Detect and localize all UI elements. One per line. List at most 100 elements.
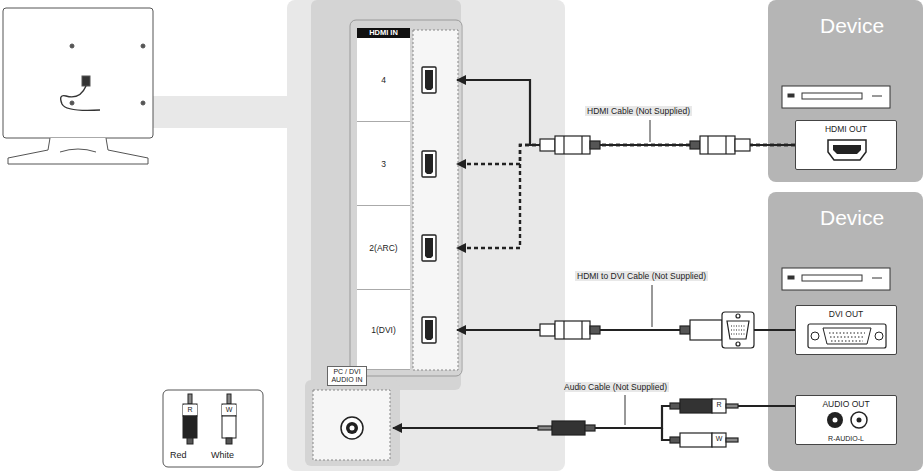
port-icon-part [833, 418, 838, 423]
hdmi-plug-part [563, 321, 564, 339]
legend-text: Red [170, 450, 187, 460]
device-panels-part [768, 0, 923, 182]
audio-plug-part [712, 433, 726, 447]
hdmi-receptacle-part [425, 320, 433, 340]
hdmi-receptacle [421, 234, 437, 262]
cable-connector [457, 145, 795, 248]
player-icon-part [872, 96, 882, 97]
hdmi-plug-part [555, 321, 590, 339]
leader-line-part [652, 285, 653, 327]
tv-back-illustration-part [141, 44, 145, 48]
dvi-plug-part [727, 321, 749, 339]
dvi-plug-part [736, 342, 740, 346]
hdmi-receptacle-part [425, 70, 433, 90]
hdmi-receptacle-part [422, 317, 436, 343]
connector-panel-part [305, 380, 400, 466]
leader-line-part [625, 395, 626, 425]
audio-plug-part [726, 438, 738, 442]
port-icon-part [827, 412, 843, 428]
hdmi-plug-part [581, 321, 582, 339]
hdmi-plug-part [540, 324, 555, 336]
connector-panel [287, 0, 565, 471]
hdmi-receptacle-part [422, 151, 436, 177]
hdmi-receptacle-part [422, 67, 436, 93]
legend-plug-part [222, 404, 236, 416]
player-icon-part [782, 268, 890, 290]
legend-box [163, 390, 263, 467]
device-title: Device [820, 14, 884, 38]
cable-label: HDMI Cable (Not Supplied) [585, 106, 692, 116]
legend-plug [183, 394, 236, 444]
port-icon-part [875, 332, 883, 340]
connector-panel-part [313, 390, 390, 460]
hdmi-port-slot: 4 [357, 38, 457, 122]
hdmi-receptacle [421, 316, 437, 344]
tv-back-illustration-part [61, 86, 100, 110]
player-icon-part [802, 93, 862, 99]
hdmi-plug-part [590, 141, 600, 149]
port-icon-part [828, 140, 866, 160]
port-number: 2(ARC) [357, 206, 410, 290]
hdmi-receptacle [421, 66, 437, 94]
dvi-plug-part [731, 329, 745, 330]
port-icon-part [851, 412, 867, 428]
device-panels [768, 0, 923, 471]
tv-back-illustration-part [141, 101, 145, 105]
audio-plug-part [680, 433, 712, 447]
cable-connector [457, 80, 795, 145]
panel-heading: HDMI IN [357, 28, 410, 38]
audio-in-jack: PC / DVI AUDIO IN [313, 366, 393, 460]
tv-back-illustration-part [60, 149, 96, 152]
plug-letter: R [713, 400, 725, 410]
hdmi-plug-part [735, 139, 750, 151]
tv-back-illustration-part [82, 76, 90, 86]
port-icon [826, 411, 868, 429]
port-icon-part [829, 333, 865, 334]
connector-panel-part [413, 30, 458, 370]
device-title: Device [820, 206, 884, 230]
hdmi-port-slot: 1(DVI) [357, 290, 457, 370]
output-port-box: HDMI OUT [795, 120, 897, 170]
port-label: PC / DVI AUDIO IN [327, 366, 367, 386]
device-panel: DeviceHDMI OUT [768, 0, 923, 182]
audio-plug-part [552, 421, 585, 435]
player-icon-part [802, 275, 862, 281]
device-panel: DeviceDVI OUTAUDIO OUTR-AUDIO-L [768, 192, 923, 471]
audio-plug-part [726, 404, 738, 408]
port-icon-part [857, 418, 862, 423]
hdmi-plug-part [707, 136, 708, 154]
output-port-box: DVI OUT [795, 305, 897, 355]
hdmi-port-slot: 2(ARC) [357, 206, 457, 290]
dvi-plug [680, 312, 754, 348]
port-icon-part [811, 332, 819, 340]
connector-panel-part [350, 20, 462, 376]
port-number: 1(DVI) [357, 290, 410, 370]
legend-plug-part [187, 438, 193, 444]
port-label: DVI OUT [796, 309, 896, 319]
hdmi-in-column: HDMI IN432(ARC)1(DVI) [357, 28, 457, 370]
tv-back-illustration-part [70, 101, 74, 105]
legend-plug-part [226, 438, 232, 444]
port-icon [807, 323, 887, 349]
tv-back-illustration [3, 8, 290, 164]
plug-letter: W [713, 434, 725, 444]
legend-plug-part [188, 394, 192, 404]
port-icon-part [833, 145, 861, 154]
audio-plug-part [670, 403, 680, 409]
hdmi-receptacle-part [425, 154, 433, 174]
port-icon [340, 416, 364, 440]
audio-plug-part [662, 428, 670, 440]
audio-plug-part [670, 437, 680, 443]
audio-plug-part [680, 399, 712, 413]
dvi-plug-part [731, 333, 745, 334]
audio-plug-part [712, 399, 726, 413]
hdmi-plug-part [725, 136, 726, 154]
hdmi-receptacle [421, 150, 437, 178]
plug-letter: W [222, 405, 236, 415]
legend-plug-part [183, 404, 197, 416]
channel-label: R-AUDIO-L [796, 435, 896, 442]
port-icon-part [350, 426, 355, 431]
connector-panel-part [311, 0, 461, 390]
port-icon-part [823, 328, 871, 344]
